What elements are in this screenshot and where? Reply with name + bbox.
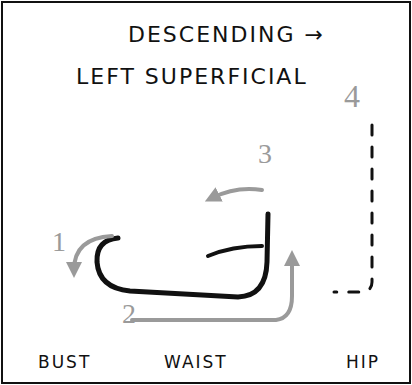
region-label: BUST bbox=[38, 354, 91, 371]
callout-number: 3 bbox=[258, 140, 272, 168]
heading-text: LEFT SUPERFICIAL bbox=[76, 66, 308, 88]
heading-text: DESCENDING → bbox=[128, 24, 325, 46]
direction-arrow bbox=[74, 236, 112, 270]
tape-line bbox=[97, 214, 268, 297]
callout-number: 4 bbox=[344, 80, 360, 112]
direction-arrow bbox=[132, 258, 292, 320]
region-label: HIP bbox=[346, 354, 380, 371]
tape-curl bbox=[208, 246, 262, 256]
direction-arrow bbox=[212, 189, 262, 198]
callout-number: 1 bbox=[52, 228, 66, 256]
region-label: WAIST bbox=[164, 354, 228, 371]
dashed-line bbox=[334, 125, 372, 292]
callout-number: 2 bbox=[122, 300, 136, 328]
